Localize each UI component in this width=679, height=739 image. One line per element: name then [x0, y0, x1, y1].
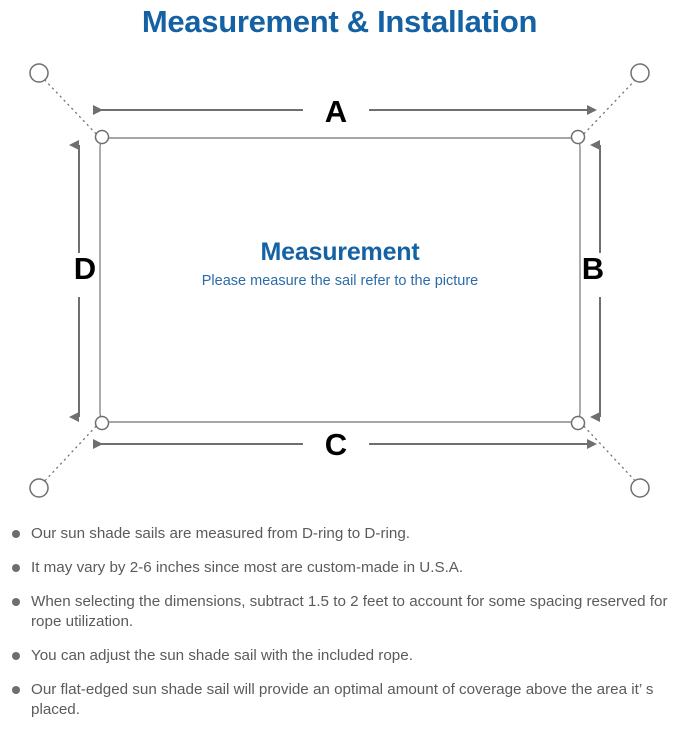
note-text: It may vary by 2-6 inches since most are…	[31, 559, 464, 576]
rope-bottom-right	[579, 421, 640, 486]
dimension-label-d: D	[73, 251, 97, 286]
d-ring-icon-bottom-right	[570, 415, 586, 431]
diagram-svg	[29, 63, 650, 498]
d-ring-icon-bottom-left	[94, 415, 110, 431]
list-item: Our flat-edged sun shade sail will provi…	[0, 680, 679, 720]
sail-heading: Measurement	[260, 238, 420, 266]
anchor-point-icon-top-right	[630, 63, 650, 83]
notes-list: Our sun shade sails are measured from D-…	[0, 524, 679, 720]
sail-center-text: Measurement Please measure the sail refe…	[100, 238, 580, 290]
note-text: Our flat-edged sun shade sail will provi…	[31, 681, 654, 718]
note-text: Our sun shade sails are measured from D-…	[31, 525, 410, 542]
list-item: Our sun shade sails are measured from D-…	[0, 524, 679, 544]
rope-top-left	[40, 75, 101, 139]
anchor-point-icon-top-left	[29, 63, 49, 83]
list-item: It may vary by 2-6 inches since most are…	[0, 558, 679, 578]
anchor-point-icon-bottom-right	[630, 478, 650, 498]
d-ring-icon-top-left	[94, 129, 110, 145]
measurement-diagram: A B C D Measurement Please measure the s…	[0, 48, 679, 520]
list-item: You can adjust the sun shade sail with t…	[0, 646, 679, 666]
list-item: When selecting the dimensions, subtract …	[0, 592, 679, 632]
anchor-point-icon-bottom-left	[29, 478, 49, 498]
bullet-icon	[12, 598, 20, 606]
page-title: Measurement & Installation	[141, 4, 538, 39]
rope-top-right	[579, 75, 640, 139]
dimension-label-c: C	[324, 427, 348, 462]
bullet-icon	[12, 564, 20, 572]
bullet-icon	[12, 686, 20, 694]
bullet-icon	[12, 530, 20, 538]
d-ring-icon-top-right	[570, 129, 586, 145]
note-text: You can adjust the sun shade sail with t…	[31, 647, 413, 664]
dimension-label-a: A	[324, 94, 348, 129]
bullet-icon	[12, 652, 20, 660]
rope-bottom-left	[40, 421, 101, 486]
sail-body	[99, 137, 581, 423]
note-text: When selecting the dimensions, subtract …	[31, 593, 668, 630]
sail-subtitle: Please measure the sail refer to the pic…	[201, 272, 479, 289]
dimension-label-b: B	[581, 251, 605, 286]
